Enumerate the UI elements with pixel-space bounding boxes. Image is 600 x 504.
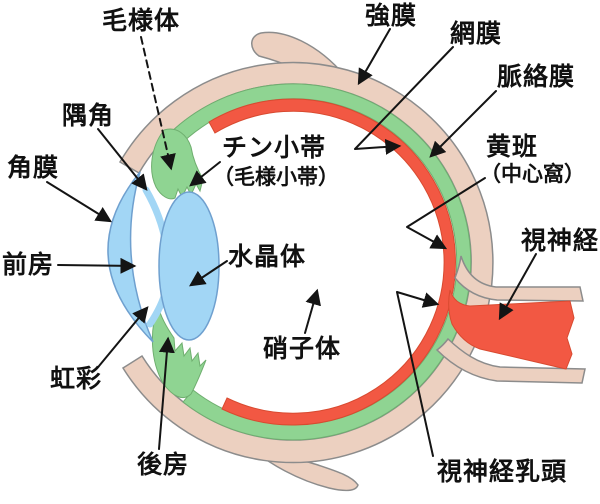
optic-nerve-sheath-lower — [435, 337, 586, 384]
arrow-posterior-chamber — [158, 336, 175, 450]
arrow-cornea — [46, 181, 113, 223]
optic-nerve-sheath-upper — [454, 255, 584, 302]
label-optic-nerve: 視神経 — [521, 226, 599, 255]
arrow-sclera — [357, 28, 391, 86]
arrow-vitreous — [304, 288, 321, 334]
arrow-ciliary-body — [140, 36, 176, 171]
label-sclera: 強膜 — [365, 1, 417, 30]
label-cornea: 角膜 — [7, 153, 59, 182]
arrow-angle — [97, 128, 148, 191]
label-choroid: 脈絡膜 — [497, 62, 575, 91]
label-macula-line2: （中心窩） — [480, 162, 585, 186]
arrow-choroid — [429, 90, 497, 158]
cornea-shape — [107, 171, 154, 343]
lens-shape — [158, 191, 220, 341]
ciliary-body-upper — [151, 128, 204, 200]
arrow-retina — [354, 46, 454, 155]
label-posterior-chamber: 後房 — [137, 450, 189, 479]
arrow-anterior-chamber — [57, 257, 137, 274]
label-retina: 網膜 — [450, 19, 502, 48]
choroid-ring — [164, 83, 472, 441]
arrow-optic-disc — [396, 291, 440, 457]
arrow-optic-nerve — [498, 253, 537, 321]
label-zonule-line2: （毛様小帯） — [213, 165, 339, 189]
arrow-zonule — [189, 161, 221, 187]
label-zonule-line1: チン小帯 — [222, 133, 326, 162]
label-lens: 水晶体 — [228, 242, 306, 271]
label-macula-line1: 黄班 — [486, 132, 538, 161]
label-iris: 虹彩 — [50, 364, 102, 393]
label-vitreous: 硝子体 — [263, 334, 341, 363]
label-ciliary-body: 毛様体 — [102, 6, 180, 35]
arrow-lens — [189, 260, 228, 287]
label-optic-disc: 視神経乳頭 — [437, 457, 567, 486]
optic-nerve-shape — [448, 289, 575, 370]
arrow-iris — [98, 306, 149, 367]
label-angle: 隅角 — [62, 101, 114, 130]
label-anterior-chamber: 前房 — [2, 250, 54, 279]
retina-ring — [208, 98, 456, 426]
arrow-macula — [406, 177, 486, 250]
